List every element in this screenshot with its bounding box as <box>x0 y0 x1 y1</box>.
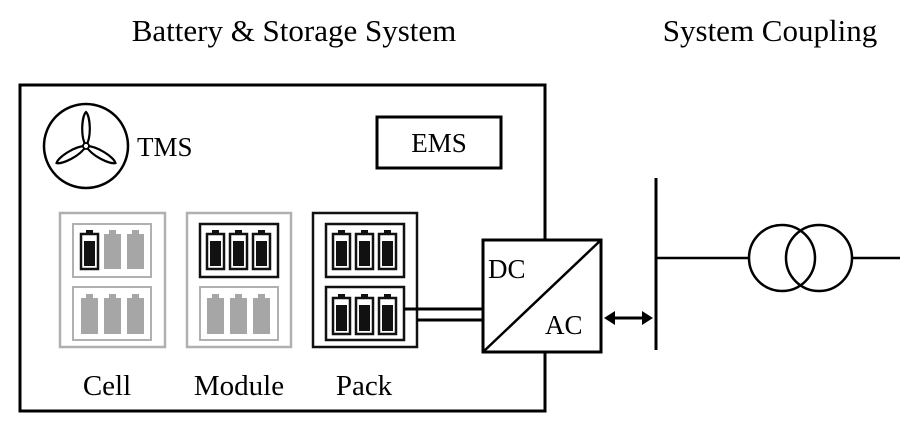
ems-box <box>375 115 503 170</box>
battery-cell-active-fill <box>382 241 393 266</box>
module-bottom <box>199 286 279 341</box>
battery-cell-active-fill <box>233 241 244 266</box>
battery-cell-active-fill <box>359 305 370 331</box>
tms-label: TMS <box>137 132 193 162</box>
ac-label: AC <box>545 310 583 340</box>
battery-cell-active-fill <box>336 241 347 266</box>
battery-cell-terminal <box>258 294 265 298</box>
module-group <box>185 211 293 349</box>
battery-cell-terminal <box>132 230 139 234</box>
heading-battery-storage-system: Battery & Storage System <box>132 13 457 48</box>
battery-cell-active-fill <box>256 241 267 266</box>
battery-cell-active-terminal <box>258 230 265 234</box>
battery-cell <box>230 298 247 334</box>
battery-cell-terminal <box>86 294 93 298</box>
battery-cell-active-terminal <box>212 230 219 234</box>
pack-top-module <box>324 222 406 279</box>
battery-cell-active-terminal <box>338 294 345 298</box>
battery-cell <box>253 298 270 334</box>
heading-system-coupling: System Coupling <box>663 13 877 48</box>
battery-cell-active-terminal <box>86 230 93 234</box>
battery-cell-terminal <box>212 294 219 298</box>
battery-cell-active-terminal <box>384 230 391 234</box>
battery-cell-active-terminal <box>384 294 391 298</box>
cell-group <box>58 211 167 349</box>
battery-cell <box>127 298 144 334</box>
battery-cell-active-fill <box>359 241 370 266</box>
module-frame <box>185 211 293 349</box>
battery-cell-terminal <box>109 294 116 298</box>
battery-cell <box>127 234 144 269</box>
battery-cell <box>207 298 224 334</box>
battery-cell-active-terminal <box>235 230 242 234</box>
cell-label: Cell <box>83 370 131 402</box>
battery-cell-terminal <box>109 230 116 234</box>
pack-group <box>311 211 419 349</box>
cell-bottom-module <box>72 286 152 341</box>
cell-top-module <box>72 223 152 278</box>
battery-cell-terminal <box>235 294 242 298</box>
battery-cell <box>104 234 121 269</box>
battery-cell <box>104 298 121 334</box>
battery-cell-active-terminal <box>361 294 368 298</box>
fan-icon <box>42 102 130 190</box>
battery-cell <box>81 298 98 334</box>
module-label: Module <box>194 370 284 402</box>
battery-cell-active-fill <box>210 241 221 266</box>
battery-cell-active-terminal <box>338 230 345 234</box>
battery-cell-terminal <box>132 294 139 298</box>
pack-frame <box>311 211 419 349</box>
ems-label: EMS <box>411 128 467 158</box>
pack-bottom-module <box>324 285 406 342</box>
double-arrow-icon <box>604 311 653 325</box>
module-top-active <box>198 222 280 279</box>
battery-cell-active-fill <box>336 305 347 331</box>
cell-frame <box>58 211 167 349</box>
battery-cell-active-fill <box>84 241 95 266</box>
pack-label: Pack <box>336 370 393 402</box>
dc-label: DC <box>488 254 526 284</box>
battery-cell-active-fill <box>382 305 393 331</box>
transformer-icon <box>747 223 854 293</box>
dc-ac-converter <box>481 238 603 354</box>
battery-cell-active-terminal <box>361 230 368 234</box>
